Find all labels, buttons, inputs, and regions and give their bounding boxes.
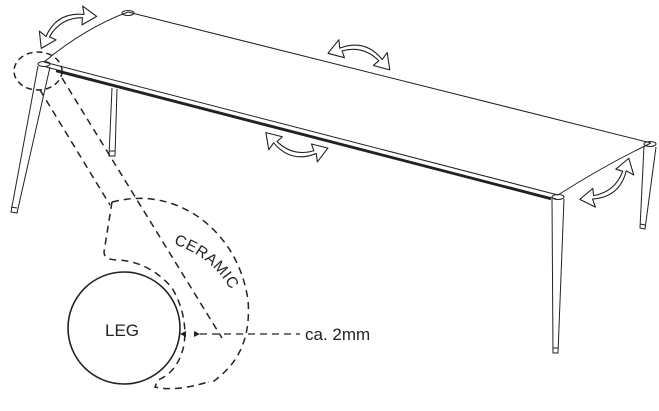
ceramic-inner-outline xyxy=(103,201,209,390)
table-top-front-thickness xyxy=(45,66,557,200)
dimension-arrow-left-icon xyxy=(180,331,186,337)
detail-marker-circle xyxy=(13,51,63,91)
detail-callout xyxy=(13,51,300,390)
gap-dimension-label: ca. 2mm xyxy=(305,325,370,344)
dimension-arrow-right-icon xyxy=(194,331,200,337)
table-top-back-edge xyxy=(127,11,652,144)
ceramic-outline xyxy=(111,197,250,384)
ceramic-label: CERAMIC xyxy=(172,232,242,292)
leg-back-left xyxy=(108,10,135,157)
legs xyxy=(10,10,657,354)
table-top-front-edge xyxy=(43,61,559,196)
leader-line-right xyxy=(61,77,223,339)
leader-line-left xyxy=(39,89,111,206)
ceramic-label-path: CERAMIC xyxy=(172,232,241,292)
table-apron xyxy=(55,69,552,201)
table-top-right-edge xyxy=(557,142,652,196)
leg-front-left xyxy=(10,61,51,214)
leg-front-right xyxy=(551,194,565,354)
leg-cross-section xyxy=(67,271,181,385)
leg-label: LEG xyxy=(105,321,139,340)
rotation-arrow-icon xyxy=(32,1,98,49)
leg-back-right xyxy=(639,141,657,230)
rotation-arrow-icon xyxy=(579,157,640,213)
table-top xyxy=(43,11,652,201)
